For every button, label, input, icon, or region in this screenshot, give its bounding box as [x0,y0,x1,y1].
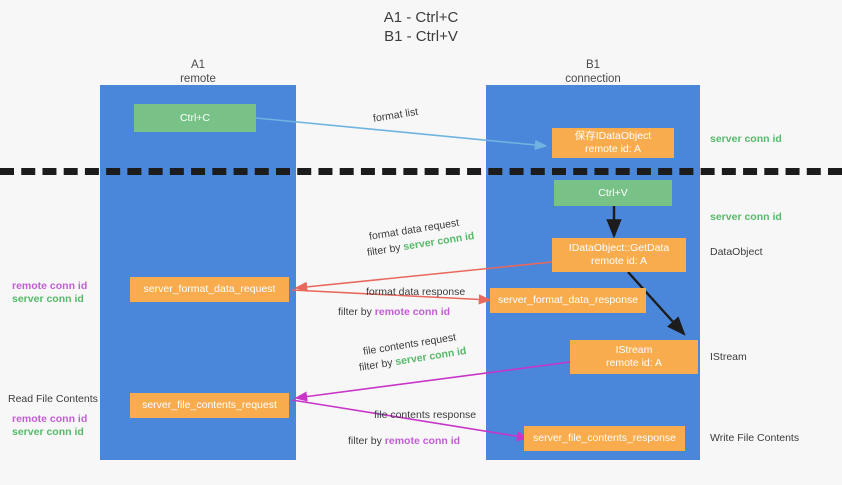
box-getdata-line2: remote id: A [590,255,648,267]
box-server-file-contents-response-label: server_file_contents_response [532,432,676,444]
annotation-write-file-contents: Write File Contents [710,432,800,444]
label-format-data-response-filter: filter by remote conn id [338,305,450,319]
lane-header-b1: B1 connection [486,58,700,86]
box-istream-line1: IStream [615,344,653,356]
annotation-server-conn-id-left-top: server conn id [12,293,84,305]
box-ctrl-v-label: Ctrl+V [598,186,628,199]
box-idataobject-line2: remote id: A [584,143,642,155]
box-ctrl-c-label: Ctrl+C [179,111,211,124]
filter-prefix: filter by [348,435,385,447]
box-ctrl-c[interactable]: Ctrl+C [134,104,256,132]
annotation-dataobject: DataObject [710,246,763,258]
box-server-file-contents-request-label: server_file_contents_request [142,399,277,411]
box-idataobject-line1: 保存IDataObject [574,130,652,142]
lane-a1-subtitle: remote [180,73,216,85]
label-file-contents-response: file contents response [374,409,477,421]
box-server-format-data-response-label: server_format_data_response [497,294,639,306]
lane-b1-subtitle: connection [565,73,621,85]
box-getdata-line1: IDataObject::GetData [568,242,670,254]
box-idataobject[interactable]: 保存IDataObject remote id: A [552,128,674,158]
box-server-file-contents-request[interactable]: server_file_contents_request [130,393,289,418]
remote-conn-id-value: remote conn id [384,435,461,447]
title-line-1: A1 - Ctrl+C [383,9,459,26]
annotation-server-conn-id-top: server conn id [710,133,782,145]
annotation-read-file-contents: Read File Contents [8,393,98,405]
filter-prefix: filter by [366,241,405,259]
remote-conn-id-value: remote conn id [374,306,451,318]
label-format-list: format list [372,105,419,125]
lane-b1-name: B1 [585,59,601,71]
box-server-format-data-request-label: server_format_data_request [143,283,276,295]
annotation-server-conn-id-left-bottom: server conn id [12,426,84,438]
timeline-divider [0,168,842,175]
title-line-2: B1 - Ctrl+V [384,28,458,45]
page-title: A1 - Ctrl+C B1 - Ctrl+V [0,8,842,46]
box-ctrl-v[interactable]: Ctrl+V [554,180,672,206]
box-getdata[interactable]: IDataObject::GetData remote id: A [552,238,686,272]
box-server-file-contents-response[interactable]: server_file_contents_response [524,426,685,451]
annotation-istream: IStream [710,351,747,363]
annotation-server-conn-id-mid: server conn id [710,211,782,223]
lane-header-a1: A1 remote [100,58,296,86]
lane-a1-name: A1 [190,59,206,71]
box-istream[interactable]: IStream remote id: A [570,340,698,374]
box-server-format-data-response[interactable]: server_format_data_response [490,288,646,313]
box-istream-line2: remote id: A [605,357,663,369]
box-server-format-data-request[interactable]: server_format_data_request [130,277,289,302]
label-file-contents-response-filter: filter by remote conn id [348,434,460,448]
annotation-remote-conn-id-bottom: remote conn id [12,413,88,425]
annotation-remote-conn-id-top: remote conn id [12,280,88,292]
label-format-data-response: format data response [366,286,466,298]
filter-prefix: filter by [338,306,375,318]
